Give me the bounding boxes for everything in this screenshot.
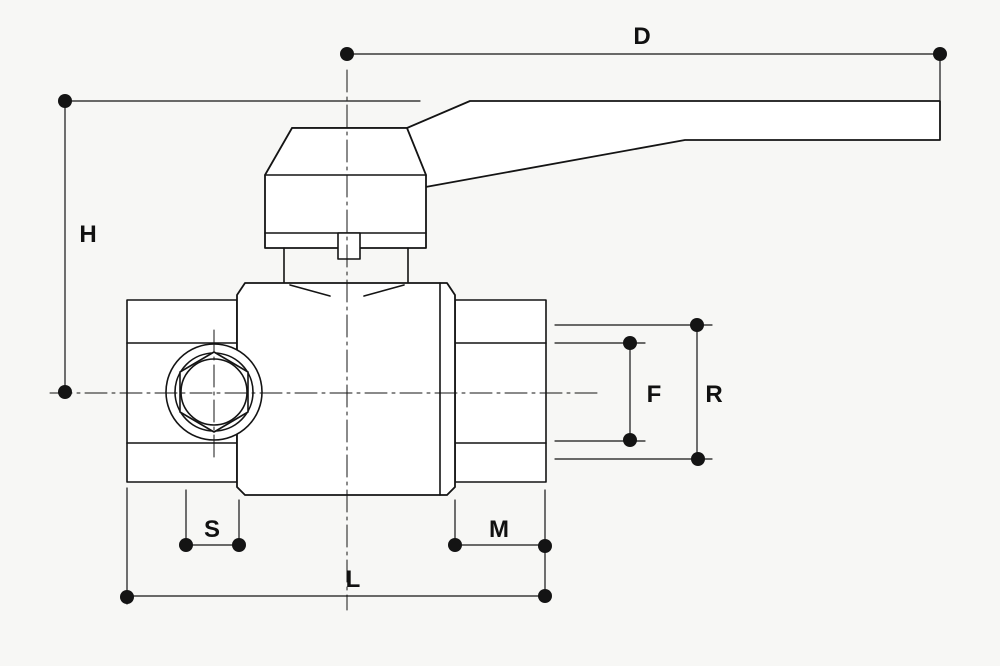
dot-m-right <box>538 539 552 553</box>
dot-h-bottom <box>58 385 72 399</box>
dimension-d <box>346 53 941 101</box>
dot-d-right <box>933 47 947 61</box>
body-chamfer-right <box>363 284 405 297</box>
handle-head <box>264 127 427 249</box>
retaining-nut <box>337 232 361 260</box>
dimension-dots <box>58 47 947 604</box>
dot-f-top <box>623 336 637 350</box>
dimension-s <box>185 489 240 546</box>
label-m: M <box>489 516 509 543</box>
label-d: D <box>633 23 650 50</box>
dot-d-left <box>340 47 354 61</box>
dot-s-right <box>232 538 246 552</box>
label-f: F <box>647 381 662 408</box>
dimension-h <box>64 100 421 393</box>
label-l: L <box>346 566 361 593</box>
body-chamfer-left <box>289 284 331 297</box>
dot-f-bottom <box>623 433 637 447</box>
stem-neck <box>283 247 409 284</box>
dot-l-left <box>120 590 134 604</box>
dot-r-bottom <box>691 452 705 466</box>
label-r: R <box>705 381 722 408</box>
dot-m-left <box>448 538 462 552</box>
dot-l-right <box>538 589 552 603</box>
dimension-f <box>554 342 646 442</box>
right-end-connector <box>454 299 547 483</box>
label-s: S <box>204 516 220 543</box>
dot-s-left <box>179 538 193 552</box>
valve-body <box>236 282 456 496</box>
label-h: H <box>79 221 96 248</box>
dimension-l <box>126 487 546 605</box>
dot-r-top <box>690 318 704 332</box>
dimension-m <box>454 489 546 597</box>
dimension-r <box>554 324 713 460</box>
dot-h-top <box>58 94 72 108</box>
